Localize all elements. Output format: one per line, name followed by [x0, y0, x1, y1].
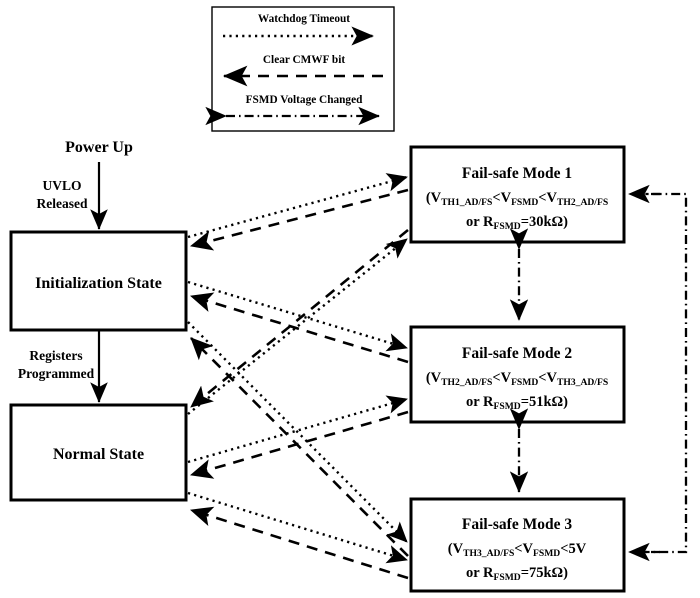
arrow-mode1-to-init-dashed	[189, 188, 409, 251]
transition-init-to-normal: Registers Programmed	[18, 331, 108, 403]
bracket-mode1-mode3-dashdot	[634, 192, 688, 554]
legend-label-watchdog-timeout: Watchdog Timeout	[258, 13, 350, 25]
initialization-state-border	[9, 230, 188, 332]
power-up-label: Power Up	[65, 139, 133, 156]
arrow-mode2-to-normal-dashed	[190, 410, 409, 479]
legend-border	[211, 6, 395, 132]
entry-power-up: Power Up UVLO Released	[37, 139, 133, 230]
registers-programmed-label-line1: Registers	[29, 348, 82, 363]
arrow-init-to-mode1-dotted	[187, 173, 408, 239]
legend-item-clear-cmwf-bit: Clear CMWF bit	[222, 54, 383, 87]
fail-safe-mode-3-border	[409, 497, 626, 593]
fail-safe-mode-2-border	[409, 325, 626, 424]
state-box-fail-safe-mode-2[interactable]: Fail-safe Mode 2 (VTH2_AD/FS<VFSMD<VTH3_…	[409, 325, 626, 424]
uvlo-released-label-line1: UVLO	[42, 178, 81, 193]
legend-item-watchdog-timeout: Watchdog Timeout	[223, 13, 374, 46]
legend-item-fsmd-voltage-changed: FSMD Voltage Changed	[205, 94, 380, 126]
fail-safe-mode-2-resistance: or RFSMD=51kΩ)	[466, 394, 568, 412]
arrow-normal-to-mode1-dotted	[187, 238, 408, 415]
normal-state-border	[9, 403, 188, 502]
fail-safe-mode-3-title: Fail-safe Mode 3	[462, 516, 572, 533]
arrow-init-to-mode3-dotted	[187, 321, 408, 543]
fail-safe-mode-2-title: Fail-safe Mode 2	[462, 345, 572, 362]
state-box-initialization[interactable]: Initialization State	[9, 230, 188, 332]
fail-safe-mode-3-condition: (VTH3_AD/FS<VFSMD<5V	[448, 541, 587, 559]
fail-safe-mode-1-border	[409, 145, 626, 244]
state-box-fail-safe-mode-1[interactable]: Fail-safe Mode 1 (VTH1_AD/FS<VFSMD<VTH2_…	[409, 145, 626, 244]
registers-programmed-label-line2: Programmed	[18, 366, 95, 381]
transitions-watchdog-timeout-dotted	[187, 173, 408, 564]
state-box-normal[interactable]: Normal State	[9, 403, 188, 502]
fail-safe-mode-1-resistance: or RFSMD=30kΩ)	[466, 214, 568, 232]
fail-safe-mode-2-condition: (VTH2_AD/FS<VFSMD<VTH3_AD/FS	[426, 370, 608, 388]
arrow-mode2-to-init-dashed	[190, 292, 409, 364]
arrow-normal-to-mode3-dotted	[187, 491, 408, 564]
initialization-state-label: Initialization State	[35, 275, 162, 292]
arrow-mode3-to-normal-dashed	[190, 506, 409, 580]
fail-safe-mode-1-title: Fail-safe Mode 1	[462, 165, 572, 182]
legend-label-fsmd-voltage-changed: FSMD Voltage Changed	[246, 94, 363, 106]
legend-panel: Watchdog Timeout Clear CMWF bit FSMD Vol…	[205, 6, 395, 132]
legend-label-clear-cmwf-bit: Clear CMWF bit	[263, 54, 345, 66]
fail-safe-mode-1-condition: (VTH1_AD/FS<VFSMD<VTH2_AD/FS	[426, 190, 608, 208]
uvlo-released-label-line2: Released	[37, 196, 88, 211]
normal-state-label: Normal State	[53, 446, 144, 463]
transitions-clear-cmwf-bit-dashed	[189, 188, 409, 580]
arrow-mode1-to-normal-dashed	[190, 228, 409, 409]
arrow-mode3-to-init-dashed	[190, 337, 409, 557]
fail-safe-mode-3-resistance: or RFSMD=75kΩ)	[466, 565, 568, 583]
arrow-init-to-mode2-dotted	[187, 280, 408, 352]
transitions-fsmd-voltage-changed-dashdot	[509, 184, 688, 562]
state-box-fail-safe-mode-3[interactable]: Fail-safe Mode 3 (VTH3_AD/FS<VFSMD<5V or…	[409, 497, 626, 593]
